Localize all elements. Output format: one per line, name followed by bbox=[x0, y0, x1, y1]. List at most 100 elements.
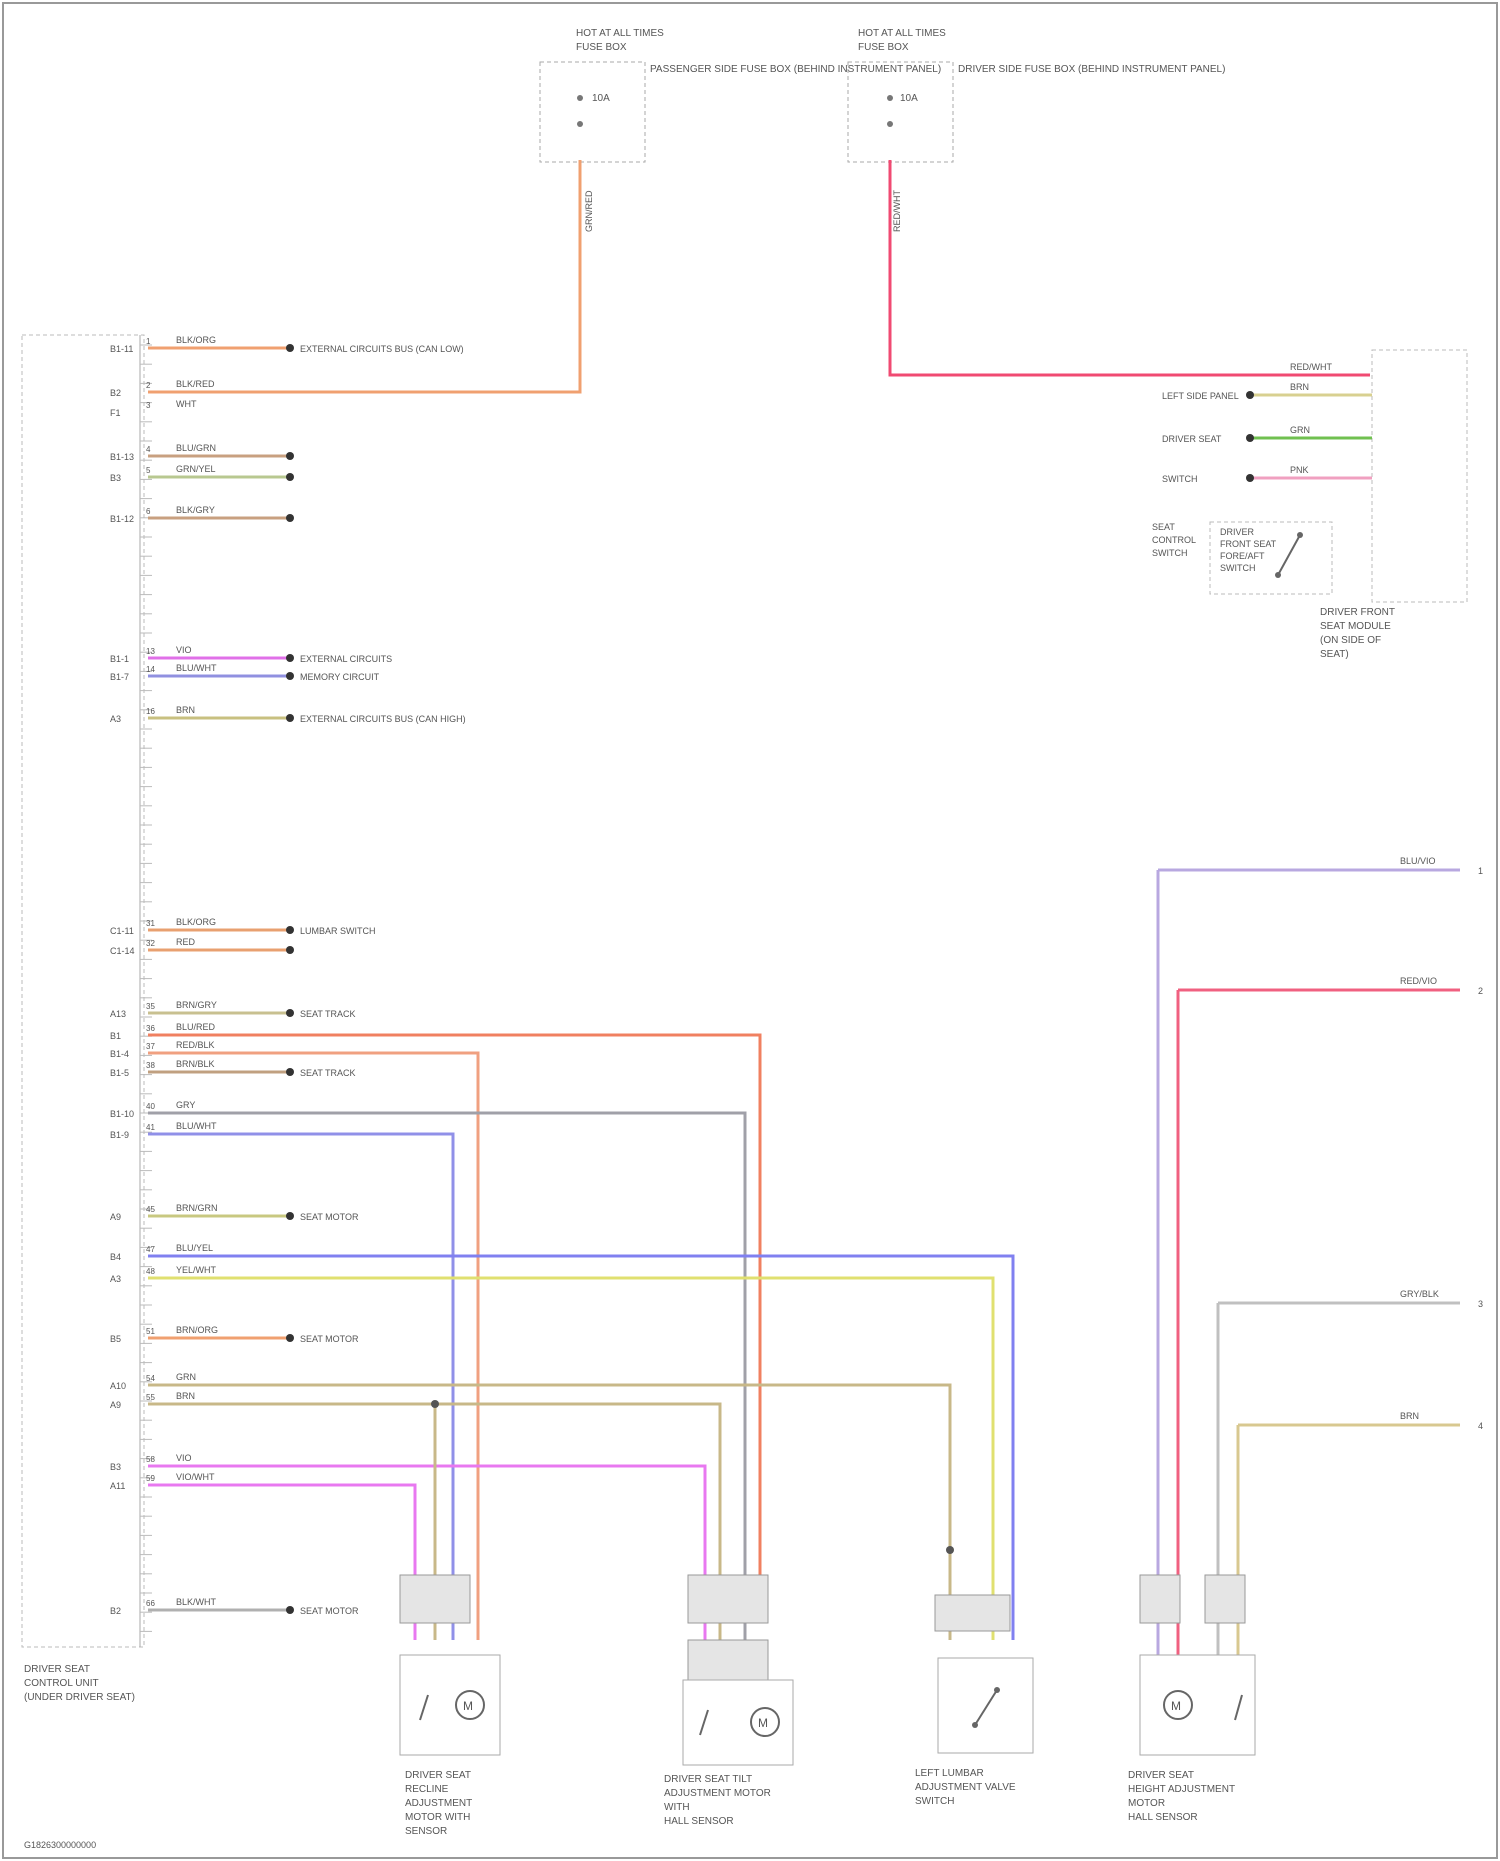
module-name-2: SEAT MODULE bbox=[1320, 621, 1391, 632]
comp-2-line-4: HALL SENSOR bbox=[664, 1816, 734, 1827]
wire-color-label: VIO/WHT bbox=[176, 1472, 215, 1482]
wire-color-label: BLU/RED bbox=[176, 1022, 216, 1032]
fuse-2-value: 10A bbox=[900, 93, 918, 104]
wire-color-label: BLK/ORG bbox=[176, 917, 216, 927]
pin-number: 31 bbox=[146, 919, 155, 928]
fuse-1-wire-label: GRN/RED bbox=[584, 190, 594, 232]
component-height-motor: M DRIVER SEAT HEIGHT ADJUSTMENT MOTOR HA… bbox=[1128, 1575, 1255, 1823]
wire-color-label: RED/BLK bbox=[176, 1040, 215, 1050]
wire-color-label: BRN bbox=[176, 705, 195, 715]
pin-code: B1-11 bbox=[110, 344, 133, 354]
fuse-box-driver: HOT AT ALL TIMES FUSE BOX 10A DRIVER SID… bbox=[848, 28, 1225, 232]
wire-destination: MEMORY CIRCUIT bbox=[300, 672, 380, 682]
comp-1-line-5: SENSOR bbox=[405, 1826, 447, 1837]
edge-wire-number: 3 bbox=[1478, 1299, 1483, 1309]
fuse-1-wire bbox=[148, 160, 580, 392]
pin-code: B2 bbox=[110, 388, 121, 398]
wire-splice-dot bbox=[286, 714, 294, 722]
comp-2-line-3: WITH bbox=[664, 1802, 690, 1813]
module-name-1: DRIVER FRONT bbox=[1320, 607, 1395, 618]
wire-splice-dot bbox=[286, 1212, 294, 1220]
wire-color-label: YEL/WHT bbox=[176, 1265, 217, 1275]
wire-color-label: BLK/WHT bbox=[176, 1597, 217, 1607]
comp-1-line-3: ADJUSTMENT bbox=[405, 1798, 472, 1809]
wire-color-label: BRN/BLK bbox=[176, 1059, 215, 1069]
edge-wire-label: BRN bbox=[1400, 1411, 1419, 1421]
pin-code: B3 bbox=[110, 473, 121, 483]
pin-number: 16 bbox=[146, 707, 155, 716]
pin-code: B3 bbox=[110, 1462, 121, 1472]
edge-wire-number: 4 bbox=[1478, 1421, 1483, 1431]
comp-2-line-2: ADJUSTMENT MOTOR bbox=[664, 1788, 771, 1799]
fuse-1-note: PASSENGER SIDE FUSE BOX (BEHIND INSTRUME… bbox=[650, 64, 941, 75]
wire-color-label: BRN/GRN bbox=[176, 1203, 218, 1213]
fuse-1-title: HOT AT ALL TIMES bbox=[576, 28, 664, 39]
comp-3-line-1: LEFT LUMBAR bbox=[915, 1768, 984, 1779]
module-wire-dot bbox=[1246, 391, 1254, 399]
pin-code: B1-1 bbox=[110, 654, 129, 664]
pin-code: A10 bbox=[110, 1381, 126, 1391]
side-label-1: SEAT bbox=[1152, 522, 1175, 532]
pin-code: B2 bbox=[110, 1606, 121, 1616]
switch-label-2: FRONT SEAT bbox=[1220, 539, 1277, 549]
height-motor-symbol: M bbox=[1171, 1699, 1181, 1713]
control-unit-name-3: (UNDER DRIVER SEAT) bbox=[24, 1692, 135, 1703]
pin-code: B1-5 bbox=[110, 1068, 129, 1078]
wire-splice-dot bbox=[286, 926, 294, 934]
wire-splice-dot bbox=[286, 946, 294, 954]
comp-1-line-2: RECLINE bbox=[405, 1784, 449, 1795]
comp-4-line-2: HEIGHT ADJUSTMENT bbox=[1128, 1784, 1235, 1795]
wire-splice-dot bbox=[286, 1606, 294, 1614]
wire-destination: SEAT TRACK bbox=[300, 1068, 356, 1078]
wire-splice-dot bbox=[286, 1068, 294, 1076]
pin-number: 45 bbox=[146, 1205, 155, 1214]
footer-code: G1826300000000 bbox=[24, 1840, 96, 1850]
module-wire-label: PNK bbox=[1290, 465, 1309, 475]
pin-number: 35 bbox=[146, 1002, 155, 1011]
pin-number: 6 bbox=[146, 507, 151, 516]
pin-number: 40 bbox=[146, 1102, 155, 1111]
switch-label-3: FORE/AFT bbox=[1220, 551, 1265, 561]
pin-code: A9 bbox=[110, 1400, 121, 1410]
module-name-3: (ON SIDE OF bbox=[1320, 635, 1381, 646]
fuse-1-value: 10A bbox=[592, 93, 610, 104]
pin-code: B1-9 bbox=[110, 1130, 129, 1140]
pin-number: 41 bbox=[146, 1123, 155, 1132]
component-recline-motor: M DRIVER SEAT RECLINE ADJUSTMENT MOTOR W… bbox=[400, 1575, 500, 1837]
module-wire-label: GRN bbox=[1290, 425, 1310, 435]
wire-destination: EXTERNAL CIRCUITS bbox=[300, 654, 392, 664]
edge-wire-label: GRY/BLK bbox=[1400, 1289, 1439, 1299]
comp-3-line-2: ADJUSTMENT VALVE bbox=[915, 1782, 1016, 1793]
wire-color-label: VIO bbox=[176, 1453, 192, 1463]
wire-splice-dot bbox=[286, 654, 294, 662]
pin-number: 5 bbox=[146, 466, 151, 475]
pin-code: C1-14 bbox=[110, 946, 135, 956]
pin-number: 1 bbox=[146, 337, 151, 346]
pin-code: B1-4 bbox=[110, 1049, 129, 1059]
module-wire-label: RED/WHT bbox=[1290, 362, 1332, 372]
fuse-2-title: HOT AT ALL TIMES bbox=[858, 28, 946, 39]
pin-number: 4 bbox=[146, 445, 151, 454]
edge-wire-number: 2 bbox=[1478, 986, 1483, 996]
wire-destination: SEAT TRACK bbox=[300, 1009, 356, 1019]
edge-wire-number: 1 bbox=[1478, 866, 1483, 876]
fuse-2-wire bbox=[890, 160, 1370, 375]
pin-number: 59 bbox=[146, 1474, 155, 1483]
wire-color-label: WHT bbox=[176, 399, 197, 409]
edge-wire-label: RED/VIO bbox=[1400, 976, 1437, 986]
fuse-1-sub: FUSE BOX bbox=[576, 42, 627, 53]
wire-destination: SEAT MOTOR bbox=[300, 1212, 359, 1222]
pin-ticks bbox=[140, 345, 152, 1631]
wire-splice-dot bbox=[286, 473, 294, 481]
side-label-3: SWITCH bbox=[1152, 548, 1188, 558]
pin-code: B1-7 bbox=[110, 672, 129, 682]
pin-number: 48 bbox=[146, 1267, 155, 1276]
module-name-4: SEAT) bbox=[1320, 649, 1349, 660]
component-runs bbox=[148, 870, 1460, 1655]
wire-color-label: BRN/GRY bbox=[176, 1000, 217, 1010]
wire-destination: SEAT MOTOR bbox=[300, 1606, 359, 1616]
